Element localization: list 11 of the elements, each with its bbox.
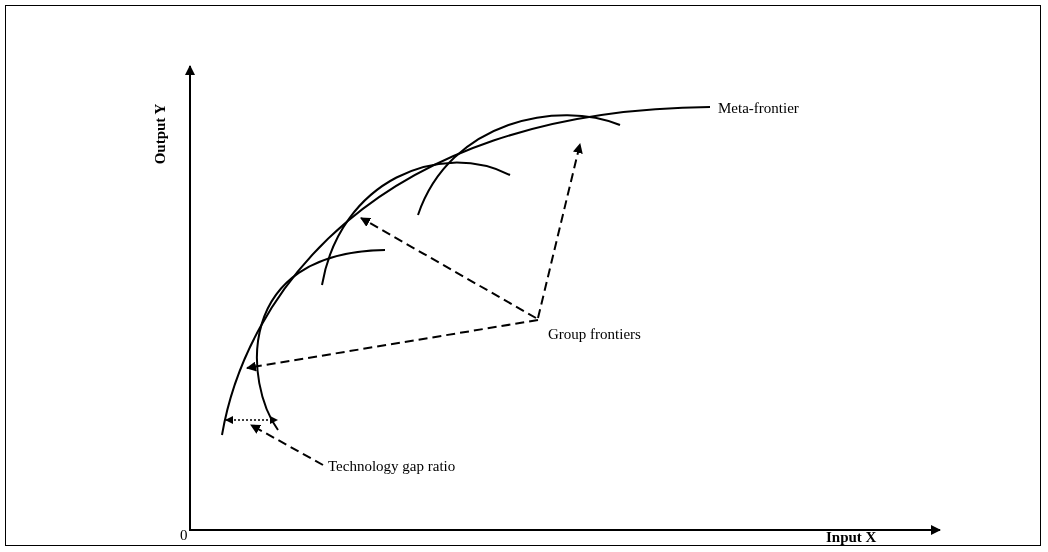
axis-title: Output Y	[151, 102, 169, 167]
leader-arrow	[250, 424, 324, 466]
annotation-text: Technology gap ratio	[328, 457, 456, 475]
leader-arrow	[360, 217, 537, 319]
origin-label: 0	[180, 526, 188, 544]
leader-arrow	[246, 319, 539, 372]
annotation-text: Group frontiers	[548, 325, 641, 343]
axis-title: Input X	[826, 528, 877, 546]
curve-label: Meta-frontier	[718, 99, 799, 117]
leader-arrow	[537, 143, 583, 319]
meta-frontier-curve	[221, 106, 711, 436]
